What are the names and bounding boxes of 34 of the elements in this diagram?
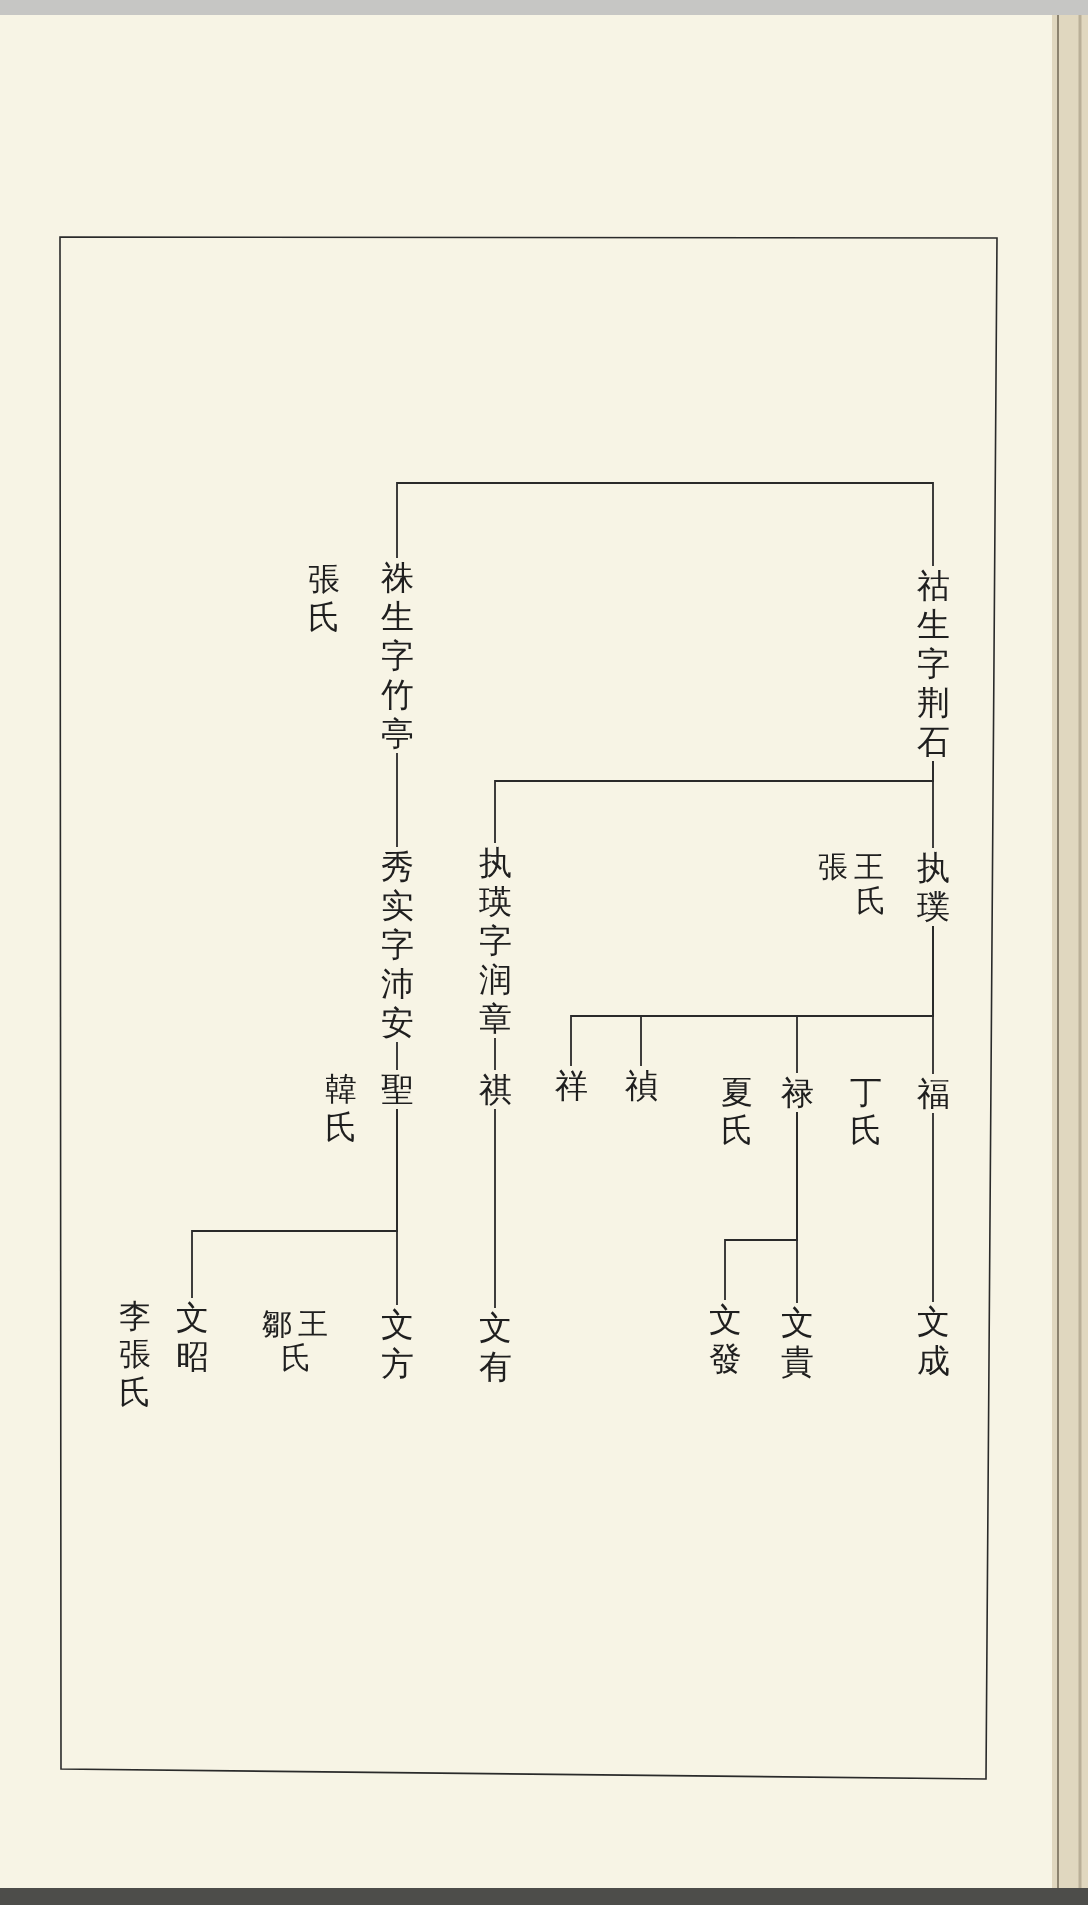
spouse-name: 丁氏 xyxy=(849,1073,883,1149)
person-name: 秀实字沛安 xyxy=(379,847,415,1042)
person-name: 执瑛字润章 xyxy=(477,843,513,1038)
person-name: 祩生字竹亭 xyxy=(379,558,415,753)
lineage-line xyxy=(396,482,934,567)
person-name: 文昭 xyxy=(174,1298,210,1376)
lineage-line xyxy=(570,925,934,1067)
person-name: 文方 xyxy=(379,1305,415,1383)
person-name: 文發 xyxy=(707,1300,743,1378)
spouse-name: 韓氏 xyxy=(324,1070,358,1146)
person-name: 禄 xyxy=(779,1073,815,1112)
spouse-name: 張氏 xyxy=(307,560,341,636)
lineage-line xyxy=(494,1037,496,1071)
spouse-name: 鄒王氏 xyxy=(262,1307,335,1375)
person-name: 祥 xyxy=(553,1066,589,1105)
person-name: 聖 xyxy=(379,1070,415,1109)
lineage-line xyxy=(494,760,934,844)
person-name: 祜生字荆石 xyxy=(915,566,951,761)
person-name: 文有 xyxy=(477,1308,513,1386)
lineage-line xyxy=(396,1041,398,1071)
person-name: 祺 xyxy=(477,1070,513,1109)
lineage-line xyxy=(396,752,398,848)
person-name: 文貴 xyxy=(779,1303,815,1381)
lineage-line xyxy=(932,1112,934,1303)
spouse-name: 李張氏 xyxy=(118,1297,152,1411)
lineage-line xyxy=(724,1111,798,1301)
spouse-name: 夏氏 xyxy=(720,1073,754,1149)
lineage-line xyxy=(494,1108,496,1309)
person-name: 福 xyxy=(915,1074,951,1113)
person-name: 禎 xyxy=(623,1066,659,1105)
person-name: 文成 xyxy=(915,1302,951,1380)
person-name: 执璞 xyxy=(915,848,951,926)
spouse-name: 張王氏 xyxy=(818,850,892,918)
lineage-line xyxy=(191,1108,398,1299)
